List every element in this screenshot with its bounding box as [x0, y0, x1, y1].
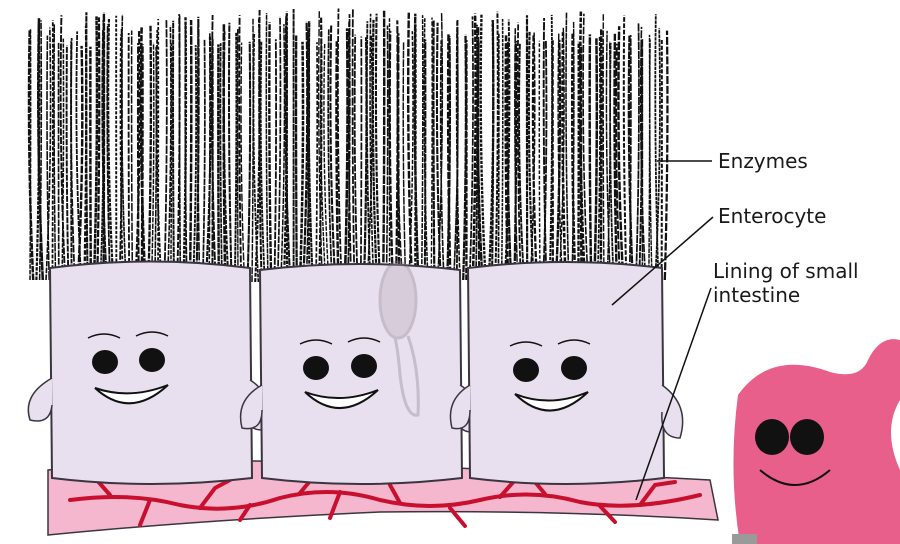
pink-blob-character — [732, 339, 900, 544]
eye-left-icon — [303, 356, 329, 380]
hair-strand — [94, 16, 97, 280]
hair-strand — [203, 40, 205, 280]
hair-strand — [193, 45, 196, 280]
hair-strand — [655, 28, 660, 280]
hair-strand — [173, 21, 174, 280]
hair-strand — [470, 16, 473, 280]
hair-strand — [220, 43, 222, 280]
hair-strand — [235, 33, 237, 281]
label-lining-line2: intestine — [713, 283, 859, 307]
hair-strand — [269, 22, 271, 282]
hair-strand — [300, 42, 303, 282]
hair-strand — [386, 26, 387, 283]
brush-border-3 — [457, 11, 668, 280]
hair-strand — [164, 20, 166, 280]
hair-strand — [179, 16, 180, 280]
hair-strand — [492, 20, 493, 280]
hair-strand — [655, 14, 658, 280]
hair-strand — [345, 28, 348, 282]
hair-strand — [266, 13, 268, 282]
hair-strand — [261, 41, 265, 282]
hair-strand — [190, 20, 191, 280]
eye-left-icon — [513, 358, 539, 382]
hair-strand — [624, 15, 627, 280]
hair-strand — [636, 23, 639, 280]
brush-border-2 — [252, 8, 458, 282]
hair-strand — [316, 42, 317, 282]
enterocyte-cell-3 — [450, 262, 682, 484]
hair-strand — [495, 12, 498, 280]
hair-strand — [408, 13, 412, 282]
hair-strand — [330, 25, 335, 282]
hair-strand — [566, 13, 569, 281]
hair-strand — [296, 36, 297, 283]
hair-strand — [129, 33, 130, 280]
label-enterocyte: Enterocyte — [718, 204, 826, 228]
hair-strand — [78, 46, 82, 280]
hair-strand — [252, 19, 253, 282]
hair-strand — [650, 40, 652, 281]
eye-right-icon — [139, 348, 165, 372]
hair-strand — [383, 11, 384, 282]
hair-strand — [138, 43, 139, 280]
hair-strand — [248, 42, 251, 280]
hair-strand — [665, 31, 668, 280]
hair-strand — [403, 42, 405, 282]
hair-strand — [209, 32, 210, 281]
hair-strand — [590, 34, 592, 280]
hair-strand — [274, 39, 276, 282]
eye-right-icon — [351, 354, 377, 378]
hair-strand — [132, 31, 133, 281]
hair-strand — [361, 37, 362, 283]
hair-strand — [338, 9, 342, 283]
hair-strand — [54, 24, 56, 280]
hair-strand — [433, 21, 434, 283]
enterocyte-cell-1 — [28, 262, 266, 485]
hair-strand — [148, 26, 151, 280]
hair-strand — [229, 23, 232, 280]
hair-strand — [67, 45, 69, 280]
hair-strand — [171, 43, 172, 280]
eye-right-icon — [561, 356, 587, 380]
hair-strand — [86, 12, 87, 280]
eye-left-icon — [755, 419, 789, 455]
hair-strand — [594, 38, 596, 280]
hair-strand — [473, 14, 476, 281]
eye-right-icon — [790, 419, 824, 455]
hair-strand — [502, 19, 503, 280]
label-lining-line1: Lining of small — [713, 259, 859, 283]
hair-strand — [281, 24, 285, 282]
hair-strand — [598, 36, 600, 280]
eye-left-icon — [92, 350, 118, 374]
hair-strand — [431, 18, 432, 283]
label-enzymes: Enzymes — [718, 149, 808, 173]
hair-strand — [376, 14, 380, 282]
enterocyte-cell-2 — [241, 262, 477, 484]
hair-strand — [355, 35, 358, 282]
label-lining-small-intestine: Lining of small intestine — [713, 259, 859, 307]
brush-border-1 — [29, 12, 250, 280]
hair-strand — [539, 41, 540, 280]
hair-strand — [422, 15, 423, 282]
hair-strand — [603, 13, 604, 280]
hair-strand — [278, 17, 281, 282]
hair-strand — [241, 43, 244, 280]
